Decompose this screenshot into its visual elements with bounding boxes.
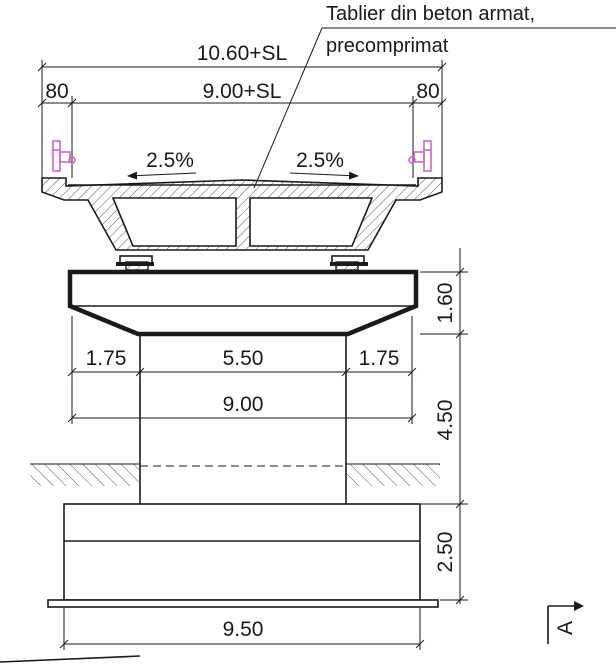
section-mark (547, 601, 584, 644)
pier-cap (67, 269, 419, 337)
deck-material-label: Tablier din beton armat, (326, 3, 535, 25)
pier-footing (47, 503, 439, 608)
dim-cap-right: 1.75 (359, 347, 400, 370)
footing-dimension-line (59, 608, 425, 650)
slope-left-label: 2.5% (146, 149, 194, 172)
ground-line (30, 463, 440, 486)
section-mark-label: A (554, 621, 577, 635)
deck-box-girder (41, 177, 443, 251)
dim-carriageway: 9.00+SL (203, 80, 282, 103)
deck-dimension-lines (37, 60, 447, 178)
frame-line (0, 655, 141, 663)
slope-arrow-left (127, 171, 197, 180)
dim-column-width: 5.50 (223, 347, 264, 370)
dim-right-edge: 80 (416, 80, 439, 103)
slope-arrow-right (289, 171, 359, 180)
dim-cap-height: 1.60 (434, 283, 457, 324)
railing-right (408, 140, 432, 172)
dim-column-height: 4.50 (434, 400, 457, 441)
railing-left (52, 140, 76, 172)
dim-footing-width: 9.50 (223, 618, 264, 641)
deck-material-label-line2: precomprimat (326, 35, 449, 57)
dim-cap-width: 9.00 (223, 393, 264, 416)
vertical-dimension-lines (420, 248, 468, 605)
slope-right-label: 2.5% (296, 149, 344, 172)
dim-left-edge: 80 (45, 80, 68, 103)
dim-footing-height: 2.50 (434, 532, 457, 573)
bearing-right (330, 255, 368, 271)
bearing-left (116, 255, 154, 271)
deck-material-note: Tablier din beton armat, precomprimat (253, 3, 616, 189)
dim-cap-left: 1.75 (86, 347, 127, 370)
cap-dimension-lines (67, 316, 417, 424)
dim-total-width: 10.60+SL (197, 42, 288, 65)
